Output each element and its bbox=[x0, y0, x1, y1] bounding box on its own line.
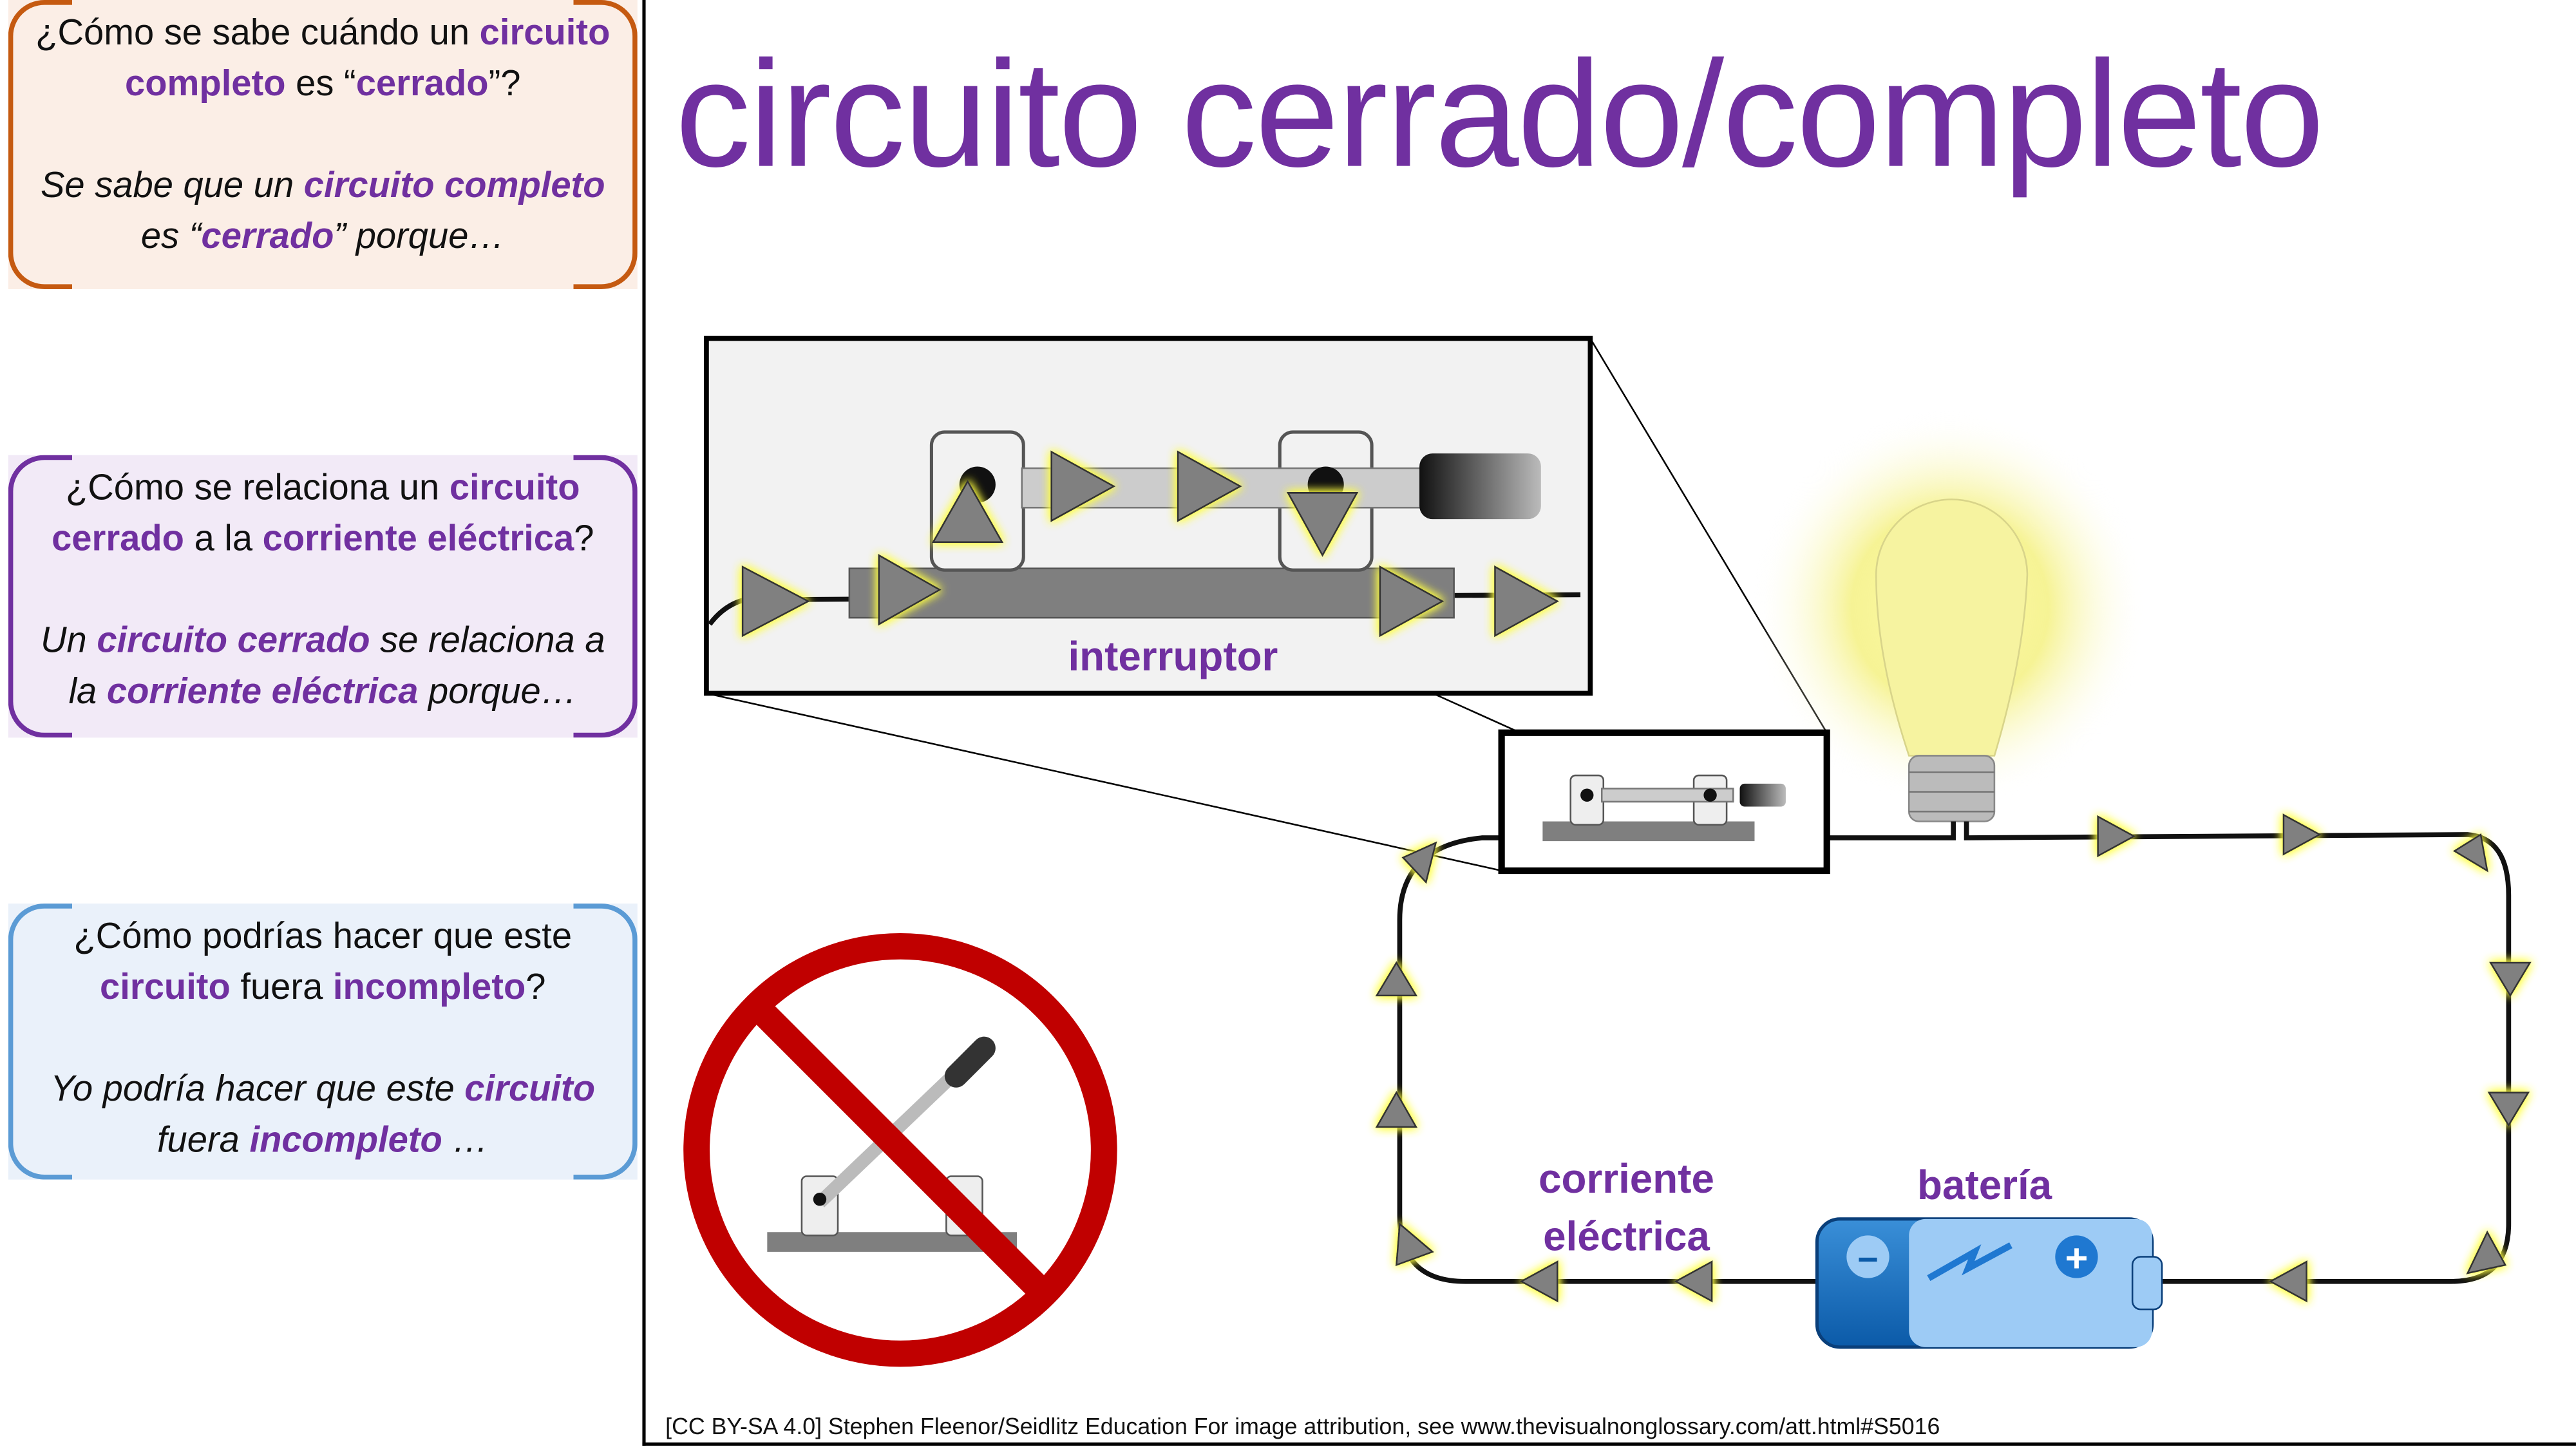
keyword: circuito bbox=[100, 965, 231, 1007]
keyword: incompleto bbox=[249, 1119, 442, 1160]
keyword: circuito cerrado bbox=[97, 619, 370, 661]
keyword: corriente eléctrica bbox=[262, 517, 574, 559]
question-text: es “ bbox=[285, 62, 356, 104]
switch-label: interruptor bbox=[1068, 633, 1278, 679]
answer-text: es “ bbox=[140, 215, 202, 256]
keyword: cerrado bbox=[355, 62, 489, 104]
keyword: completo bbox=[125, 62, 286, 104]
lightning-icon bbox=[1927, 1242, 2012, 1282]
battery-plus-icon: + bbox=[2065, 1236, 2088, 1280]
answer-text: porque… bbox=[418, 670, 577, 712]
battery-minus-icon: − bbox=[1857, 1238, 1879, 1279]
question-text: ? bbox=[526, 965, 546, 1007]
circuit-diagram: interruptor bbox=[683, 336, 2532, 1367]
answer-text: Un bbox=[40, 619, 97, 661]
answer-text: … bbox=[442, 1119, 489, 1160]
current-arrows bbox=[1375, 813, 2532, 1303]
main-slide: circuito cerrado/completo bbox=[642, 0, 2576, 1446]
keyword: corriente eléctrica bbox=[106, 670, 419, 712]
answer-text: Yo podría hacer que este bbox=[50, 1068, 465, 1109]
answer-text: Se sabe que un bbox=[40, 164, 304, 205]
keyword: circuito bbox=[479, 11, 611, 53]
battery-label: batería bbox=[1917, 1162, 2052, 1208]
question-text: ¿Cómo se sabe cuándo un bbox=[35, 11, 480, 53]
circuit-wire bbox=[1397, 821, 2512, 1284]
keyword: circuito bbox=[464, 1068, 596, 1109]
question-text: ”? bbox=[488, 62, 521, 104]
question-text: ? bbox=[574, 517, 594, 559]
no-open-switch-icon bbox=[683, 933, 1117, 1367]
battery: − + batería bbox=[1815, 1162, 2163, 1349]
question-text: a la bbox=[184, 517, 263, 559]
answer-text: ” porque… bbox=[334, 215, 505, 256]
answer-text: se relaciona a bbox=[370, 619, 605, 661]
answer-text: fuera bbox=[156, 1119, 250, 1160]
page-title: circuito cerrado/completo bbox=[675, 31, 2324, 199]
question-text: ¿Cómo se relaciona un bbox=[66, 466, 450, 508]
question-panel-2: ¿Cómo se relaciona un circuito cerrado a… bbox=[8, 455, 638, 738]
keyword: cerrado bbox=[201, 215, 334, 256]
question-text: ¿Cómo podrías hacer que este bbox=[73, 914, 573, 956]
current-label-line1: corriente bbox=[1539, 1155, 1714, 1202]
question-panel-1: ¿Cómo se sabe cuándo un circuito complet… bbox=[8, 0, 638, 289]
keyword: incompleto bbox=[332, 965, 526, 1007]
keyword: circuito completo bbox=[303, 164, 605, 205]
light-bulb bbox=[1752, 410, 2148, 822]
answer-text: la bbox=[68, 670, 107, 712]
question-text: fuera bbox=[230, 965, 333, 1007]
switch-closeup: interruptor bbox=[704, 336, 1593, 696]
question-panel-3: ¿Cómo podrías hacer que este circuito fu… bbox=[8, 904, 638, 1180]
switch-small bbox=[1498, 729, 1830, 875]
keyword: circuito bbox=[449, 466, 580, 508]
current-label-line2: eléctrica bbox=[1543, 1213, 1710, 1259]
attribution-credit: [CC BY-SA 4.0] Stephen Fleenor/Seidlitz … bbox=[665, 1412, 1940, 1439]
keyword: cerrado bbox=[52, 517, 184, 559]
